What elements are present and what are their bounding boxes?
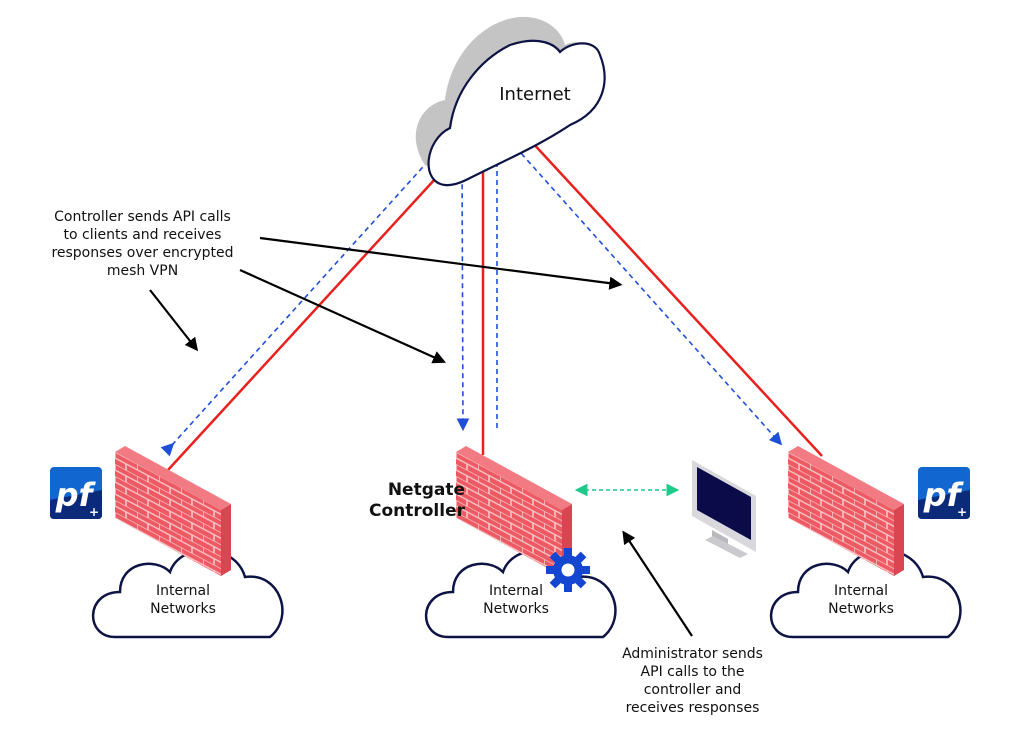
svg-text:pf: pf — [923, 476, 965, 514]
annotation-line: Administrator sends — [622, 646, 763, 662]
network-label-line2: Networks — [828, 601, 894, 617]
controller-label: Netgate Controller — [345, 480, 465, 522]
network-label-right: Internal Networks — [801, 582, 921, 618]
monitor-icon — [692, 460, 756, 558]
network-label-line1: Internal — [489, 583, 543, 599]
annotation-line: mesh VPN — [106, 263, 179, 279]
svg-text:+: + — [957, 505, 967, 519]
red-links — [167, 139, 823, 471]
annotation-line: receives responses — [625, 700, 760, 716]
annotation-line: API calls to the — [640, 664, 745, 680]
network-label-center: Internal Networks — [456, 582, 576, 618]
internet-label: Internet — [499, 84, 571, 105]
admin-annotation: Administrator sends API calls to the con… — [600, 645, 785, 717]
pfsense-logo-right: pf + — [918, 467, 970, 519]
vpn-links — [160, 142, 783, 457]
firewall-right — [788, 446, 904, 576]
svg-text:+: + — [89, 505, 99, 519]
network-label-line2: Networks — [150, 601, 216, 617]
annotation-line: controller and — [643, 682, 742, 698]
network-label-line2: Networks — [483, 601, 549, 617]
gear-icon — [546, 548, 590, 592]
controller-annotation: Controller sends API calls to clients an… — [30, 208, 255, 280]
network-label-line1: Internal — [834, 583, 888, 599]
annotation-line: to clients and receives — [63, 227, 222, 243]
controller-label-line1: Netgate — [387, 480, 465, 500]
network-label-line1: Internal — [156, 583, 210, 599]
pfsense-logo-left: pf + — [50, 467, 102, 519]
internet-cloud — [415, 16, 606, 187]
controller-label-line2: Controller — [368, 501, 465, 521]
annotation-line: responses over encrypted — [51, 245, 234, 261]
annotation-arrows — [149, 236, 693, 637]
svg-text:pf: pf — [55, 476, 97, 514]
network-label-left: Internal Networks — [123, 582, 243, 618]
annotation-line: Controller sends API calls — [54, 209, 231, 225]
